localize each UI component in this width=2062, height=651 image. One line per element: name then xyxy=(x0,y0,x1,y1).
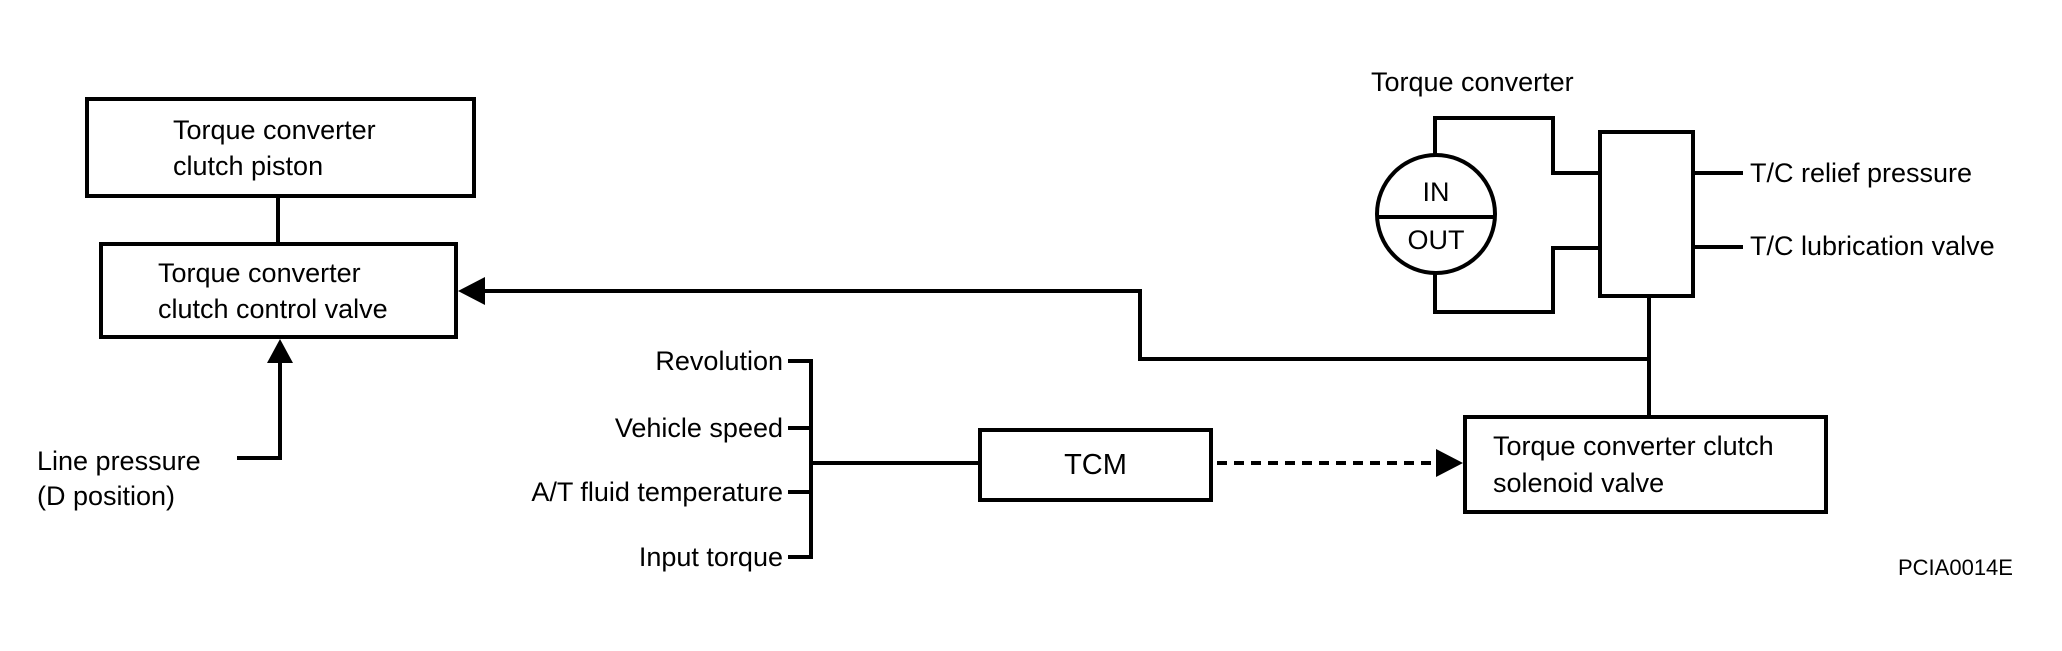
tcm-box-label: TCM xyxy=(1064,449,1127,481)
valve-to-solenoid-connector xyxy=(1647,296,1651,415)
torque-converter-label: Torque converter xyxy=(1371,67,1574,97)
tc-lubrication-lead-line xyxy=(1695,245,1743,249)
torque-converter-in-out-circle: IN OUT xyxy=(1375,153,1497,275)
figure-code: PCIA0014E xyxy=(1898,555,2013,580)
relief-lubrication-valve-body xyxy=(1598,130,1695,298)
pipe-in-top-run xyxy=(1433,116,1555,120)
input-label-input-torque: Input torque xyxy=(638,542,783,572)
inputs-to-tcm-line xyxy=(809,461,979,465)
control-valve-box-label: Torque converter clutch control valve xyxy=(158,257,388,324)
input-label-at-fluid-temperature: A/T fluid temperature xyxy=(531,477,783,507)
tc-relief-pressure-label: T/C relief pressure xyxy=(1750,158,1973,188)
connector-piston-to-control-valve xyxy=(276,197,280,243)
solenoid-box-label: Torque converter clutch solenoid valve xyxy=(1493,430,1774,498)
feedback-line-step xyxy=(1138,289,1142,361)
input-tick-revolution xyxy=(788,359,813,363)
torque-converter-clutch-solenoid-valve-box: Torque converter clutch solenoid valve xyxy=(1463,415,1828,514)
line-pressure-lead-line xyxy=(237,456,282,460)
feedback-line-lower xyxy=(1138,357,1651,361)
converter-circle-divider xyxy=(1377,215,1495,219)
tcm-to-solenoid-dashed-line xyxy=(1217,461,1435,465)
pipe-in-circle-riser xyxy=(1433,116,1437,156)
tcm-box: TCM xyxy=(978,428,1213,502)
input-tick-at-fluid-temperature xyxy=(788,490,813,494)
input-bracket-line xyxy=(809,359,813,559)
line-pressure-riser-line xyxy=(278,358,282,460)
converter-in-label: IN xyxy=(1422,177,1450,207)
pipe-out-to-valve xyxy=(1551,246,1598,250)
tc-lubrication-valve-label: T/C lubrication valve xyxy=(1750,231,1995,261)
input-label-vehicle-speed: Vehicle speed xyxy=(614,413,783,443)
torque-converter-clutch-piston-box: Torque converter clutch piston xyxy=(85,97,476,198)
pipe-in-drop xyxy=(1551,116,1555,175)
input-tick-input-torque xyxy=(788,555,813,559)
input-label-revolution: Revolution xyxy=(655,346,783,376)
solenoid-arrowhead xyxy=(1436,449,1463,477)
feedback-line-upper xyxy=(480,289,1142,293)
torque-converter-clutch-control-valve-box: Torque converter clutch control valve xyxy=(99,242,458,339)
line-pressure-arrowhead xyxy=(267,339,293,363)
pipe-out-bottom-run xyxy=(1433,310,1555,314)
tc-relief-lead-line xyxy=(1695,171,1743,175)
piston-box-label: Torque converter clutch piston xyxy=(173,114,376,181)
input-tick-vehicle-speed xyxy=(788,426,813,430)
converter-out-label: OUT xyxy=(1407,225,1465,255)
pipe-out-riser xyxy=(1551,246,1555,314)
line-pressure-label: Line pressure (D position) xyxy=(37,446,201,511)
pipe-out-circle-drop xyxy=(1433,274,1437,314)
pipe-in-to-valve xyxy=(1551,171,1598,175)
